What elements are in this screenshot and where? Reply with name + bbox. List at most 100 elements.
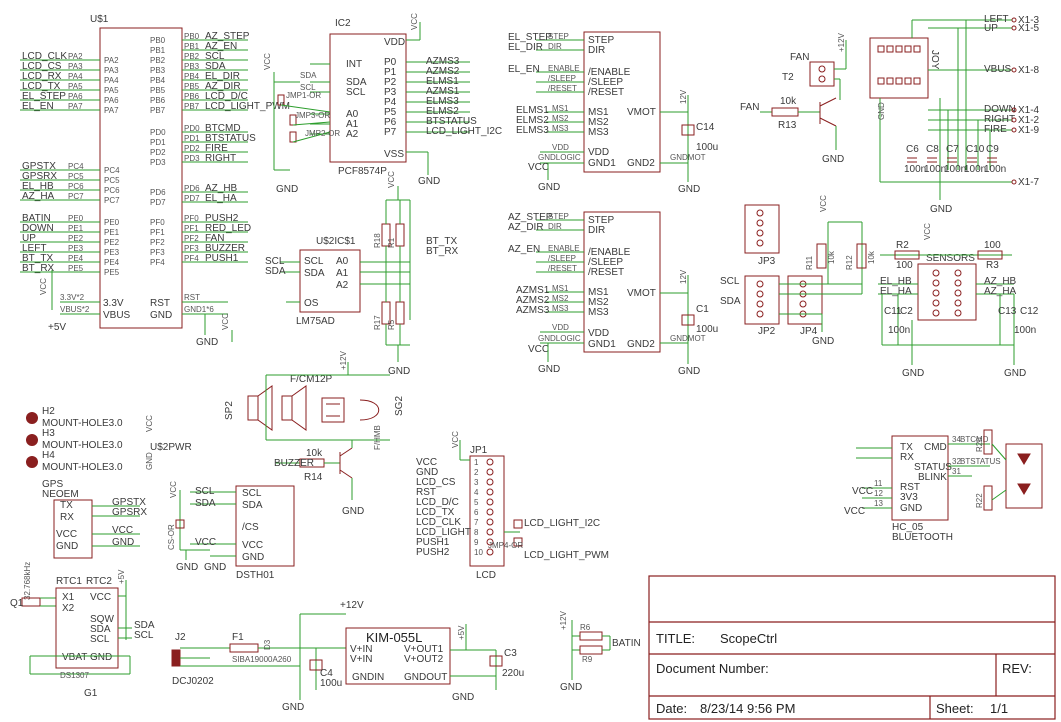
u1-right-pin-outer: PF2 xyxy=(184,234,199,243)
joy-cap-val: 100n xyxy=(984,164,1006,175)
u1-right-pin-outer: PF1 xyxy=(184,224,199,233)
mount-hole-ref: H2 xyxy=(42,406,55,417)
u2-part: LM75AD xyxy=(296,316,335,327)
joy-port: X1-4 xyxy=(1018,105,1040,116)
u2-pin-os: OS xyxy=(304,298,319,309)
gps-pin-rx: RX xyxy=(60,512,74,523)
title-value: ScopeCtrl xyxy=(720,631,777,646)
pullup-vcc: VCC xyxy=(387,171,396,188)
u1-right-pin-outer: PD3 xyxy=(184,154,200,163)
fan-supply: +12V xyxy=(837,32,846,52)
sensors-cap-val-2: 100n xyxy=(1014,325,1036,336)
jp1-pin xyxy=(486,468,494,476)
sensors-body xyxy=(917,263,977,321)
az-vdd: VDD xyxy=(588,328,609,339)
dsth-net-scl: SCL xyxy=(195,486,215,497)
power-reg-gndout: GNDOUT xyxy=(404,672,447,683)
driver-body-pin: DIR xyxy=(588,225,605,236)
u1-left-pin-inner: PA5 xyxy=(104,86,119,95)
bt-vcc2: VCC xyxy=(852,486,873,497)
jp1-vcc: VCC xyxy=(451,431,460,448)
u1-right-pin-outer: PB2 xyxy=(184,52,200,61)
ic2-right-pin: P6 xyxy=(384,117,397,128)
u1-left-pin: PC5 xyxy=(68,172,84,181)
ic2-right-net: ELMS3 xyxy=(426,96,459,107)
jp1-pin xyxy=(486,488,494,496)
power-gndin: GND xyxy=(282,702,304,713)
sensors-r2-val: 100 xyxy=(896,260,913,271)
u1-right-pin: PB3 xyxy=(150,66,166,75)
pullup-ref-r1: R1 xyxy=(387,237,396,248)
u1-right-pin-outer: PB0 xyxy=(184,32,200,41)
u1-right-net: LCD_D/C xyxy=(205,91,248,102)
mount-hole-label: MOUNT-HOLE3.0 xyxy=(42,462,123,473)
sensors-net-elhb: EL_HB xyxy=(880,276,912,287)
jp1-pin-num: 9 xyxy=(474,538,479,547)
u1-net-gnd: GND1*6 xyxy=(184,305,214,314)
u1-right-net: EL_DIR xyxy=(205,71,240,82)
driver-body-pin: /RESET xyxy=(588,87,624,98)
u1-right-net: PUSH2 xyxy=(205,213,239,224)
power-c3-val: 220u xyxy=(502,668,524,679)
jp1-pin-label: GND xyxy=(416,467,438,478)
fan-res-ref: R13 xyxy=(778,120,797,131)
audio-part-1: F/CM12P xyxy=(290,374,333,385)
u2-block: U$2IC$1 SCL SDA OS A0 A1 A2 LM75AD SCL S… xyxy=(265,236,410,327)
joy-port-dot xyxy=(1011,179,1017,185)
sheet-label: Sheet: xyxy=(936,701,974,716)
u1-plus5v: +5V xyxy=(48,322,66,333)
jp1-net-i2c: LCD_LIGHT_I2C xyxy=(524,518,600,529)
u1-right-net: AZ_HB xyxy=(205,183,238,194)
u1-right-net: SCL xyxy=(205,51,225,62)
u1-right-net: SDA xyxy=(205,61,226,72)
audio-res-ref: R14 xyxy=(304,472,323,483)
joy-pin-bottom xyxy=(895,77,903,85)
sensor-r12-val: 10k xyxy=(867,250,876,264)
mount-hole-icon xyxy=(26,456,38,468)
ic2-body xyxy=(329,33,407,163)
u1-vcc2: VCC xyxy=(221,313,230,330)
u1-left-net: LEFT xyxy=(22,243,46,254)
driver-in-pin: ENABLE xyxy=(548,244,580,253)
u1-right-net: RED_LED xyxy=(205,223,251,234)
jp2-net-scl: SCL xyxy=(720,276,740,287)
jp1-pin-num: 3 xyxy=(474,478,479,487)
bt-body xyxy=(891,435,949,521)
u1-left-net: EL_EN xyxy=(22,101,54,112)
el-gndmot: GNDMOT xyxy=(670,153,706,162)
u1-left-net: EL_STEP xyxy=(22,91,66,102)
u1-right-pin: PF0 xyxy=(150,218,165,227)
gps-part: NEOEM xyxy=(42,489,79,500)
joy-cap-val: 100n xyxy=(944,164,966,175)
ic2-left-pin: SCL xyxy=(346,87,366,98)
u1-left-pin-inner: PE5 xyxy=(104,268,120,277)
u1-right-pin-outer: PD2 xyxy=(184,144,200,153)
az-vmot: VMOT xyxy=(627,288,656,299)
ic2-right-net: ELMS2 xyxy=(426,106,459,117)
ic2-right-net: LCD_LIGHT_I2C xyxy=(426,126,502,137)
ic2-left-pin: SDA xyxy=(346,77,367,88)
jp1-pin-label: LCD_TX xyxy=(416,507,455,518)
dsth-gnd-2: GND xyxy=(204,562,226,573)
u2-pin-a0: A0 xyxy=(336,256,349,267)
bt-pin-cmd: CMD xyxy=(924,442,947,453)
driver-ms-net: ELMS2 xyxy=(516,115,549,126)
gps-net-rx: GPSRX xyxy=(112,507,147,518)
fan-ref: T2 xyxy=(782,72,794,83)
dsth-pin-sda: SDA xyxy=(242,500,263,511)
power-jack-part: DCJ0202 xyxy=(172,676,214,687)
jp1-pin-num: 5 xyxy=(474,498,479,507)
driver-ms-pin: MS2 xyxy=(552,114,569,123)
ic2-left-pin: A0 xyxy=(346,109,359,120)
u1-right-pin-outer: PB6 xyxy=(184,92,200,101)
sensor-pin-left xyxy=(932,309,940,317)
rtc-crystal: 32.768kHz xyxy=(23,562,32,600)
jp1-pin-num: 4 xyxy=(474,488,479,497)
u1-right-pin: PF2 xyxy=(150,238,165,247)
driver-net-step: AZ_STEP xyxy=(508,212,553,223)
u1-left-pin-inner: PA3 xyxy=(104,66,119,75)
u1-right-net: AZ_DIR xyxy=(205,81,241,92)
u1-ref: U$1 xyxy=(90,14,109,25)
pullup-ref-r5: R5 xyxy=(387,319,396,330)
